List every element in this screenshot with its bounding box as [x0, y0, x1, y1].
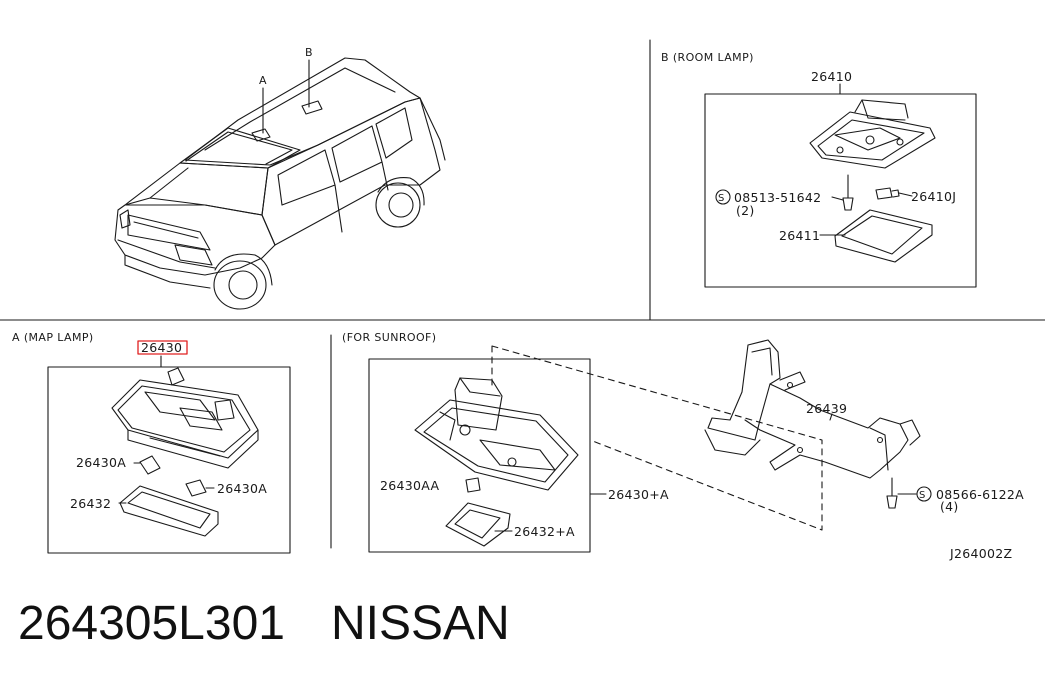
- room-lamp-lens: [834, 209, 933, 263]
- label-26410: 26410: [811, 69, 852, 84]
- label-26430a-left: 26430A: [76, 455, 126, 470]
- sunroof-lamp-frame: [368, 358, 591, 553]
- label-26432: 26432: [70, 496, 111, 511]
- part-highlight-26430: [137, 340, 188, 355]
- bracket-26439: [704, 339, 921, 479]
- label-screw-symbol-b: S: [718, 193, 725, 204]
- room-lamp-bulb: [875, 187, 913, 200]
- label-screw-symbol-c: S: [919, 490, 926, 501]
- sunroof-bulb: [465, 477, 481, 493]
- screw-symbol-c: [916, 486, 932, 502]
- vehicle-callout-b: B: [305, 46, 313, 59]
- label-26439: 26439: [806, 401, 847, 416]
- map-lamp-bulb-right: [185, 479, 215, 497]
- footer-brand: NISSAN: [330, 597, 510, 650]
- map-lamp-frame: [47, 366, 291, 554]
- section-title-map-lamp: A (MAP LAMP): [12, 331, 94, 344]
- map-lamp-lens: [119, 485, 219, 537]
- label-26430aa: 26430AA: [380, 478, 439, 493]
- label-screw-b-qty: (2): [736, 203, 755, 218]
- label-26410j: 26410J: [911, 189, 956, 204]
- sunroof-leader-dashed: [491, 345, 823, 531]
- diagram-id: J264002Z: [949, 546, 1012, 561]
- label-screw-c-qty: (4): [940, 499, 959, 514]
- label-26432a: 26432+A: [514, 524, 575, 539]
- room-lamp-housing: [809, 99, 936, 169]
- label-screw-c: 08566-6122A: [936, 487, 1024, 502]
- vehicle-illustration: [114, 57, 446, 310]
- screw-symbol-b: [715, 189, 731, 205]
- label-26430a-sunroof: 26430+A: [608, 487, 669, 502]
- sunroof-lamp-housing: [414, 377, 579, 491]
- section-title-room-lamp: B (ROOM LAMP): [661, 51, 754, 64]
- bracket-screw: [886, 477, 898, 509]
- label-screw-b: 08513-51642: [734, 190, 821, 205]
- label-26411: 26411: [779, 228, 820, 243]
- label-26430-map: 26430: [141, 340, 182, 355]
- label-26430a-right: 26430A: [217, 481, 267, 496]
- room-lamp-screw: [842, 174, 854, 211]
- footer-part-number: 264305L301: [18, 597, 285, 650]
- map-lamp-bulb-left: [133, 455, 161, 475]
- section-title-sunroof: (FOR SUNROOF): [342, 331, 436, 344]
- sunroof-lens: [445, 502, 511, 547]
- vehicle-callout-a: A: [259, 74, 267, 87]
- map-lamp-housing: [111, 367, 259, 469]
- footer: 264305L301 NISSAN: [18, 596, 510, 651]
